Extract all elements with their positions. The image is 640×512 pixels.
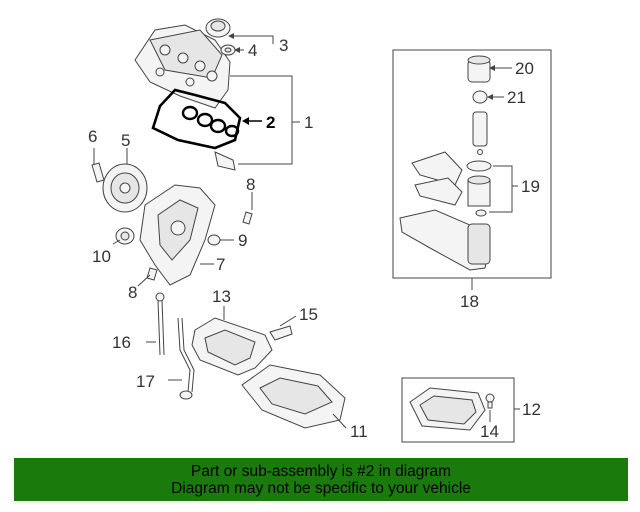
callout-14: 14 (480, 422, 499, 441)
callout-5: 5 (121, 131, 130, 150)
callout-4: 4 (248, 41, 257, 60)
callout-9: 9 (238, 231, 247, 250)
parts-diagram: 1 2 3 4 5 6 7 8 8 9 10 11 12 13 14 15 16… (88, 18, 552, 443)
lower-oil-pan-box (401, 377, 515, 443)
callout-12: 12 (522, 400, 541, 419)
callout-8-upper: 8 (246, 175, 255, 194)
callout-16: 16 (112, 333, 131, 352)
callout-6: 6 (88, 127, 97, 146)
valve-cover-gasket-illustration (151, 88, 242, 171)
seals-illustration (115, 211, 253, 281)
callout-11: 11 (350, 422, 368, 441)
oil-filler-cap-illustration (205, 18, 236, 56)
callout-7: 7 (216, 255, 225, 274)
banner-line-1: Part or sub-assembly is #2 in diagram (190, 462, 452, 480)
callout-1: 1 (304, 113, 313, 132)
crankshaft-pulley-illustration (91, 162, 148, 213)
callout-13: 13 (212, 287, 231, 306)
baffle-plate-illustration (191, 317, 273, 376)
callout-2: 2 (266, 113, 275, 132)
callout-17: 17 (136, 372, 155, 391)
timing-cover-illustration (139, 184, 216, 286)
pan-gasket-illustration (269, 325, 293, 341)
upper-oil-pan-illustration (241, 364, 346, 429)
callout-15: 15 (299, 305, 318, 324)
callout-8-lower: 8 (128, 283, 137, 302)
callout-18: 18 (460, 292, 479, 311)
callout-20: 20 (515, 59, 534, 78)
callout-19: 19 (521, 177, 540, 196)
valve-cover-illustration (134, 24, 231, 109)
banner-line-2: Diagram may not be specific to your vehi… (171, 479, 471, 497)
info-banner: Part or sub-assembly is #2 in diagram Di… (14, 458, 628, 501)
leader-lines (93, 33, 520, 429)
callout-3: 3 (279, 36, 288, 55)
callout-21: 21 (507, 88, 526, 107)
dipstick-illustration (155, 292, 195, 400)
callout-labels: 1 2 3 4 5 6 7 8 8 9 10 11 12 13 14 15 16… (88, 36, 541, 441)
callout-10: 10 (92, 247, 111, 266)
oil-filter-housing-box (392, 49, 552, 279)
